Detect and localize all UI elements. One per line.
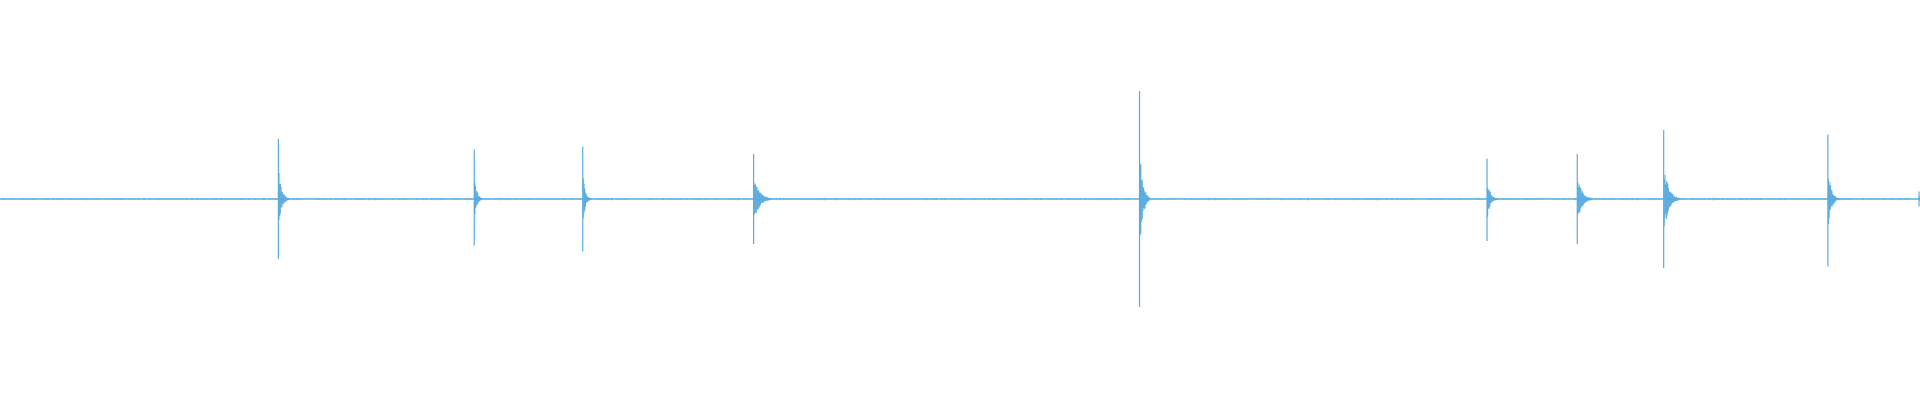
waveform-peak — [473, 149, 484, 246]
waveform-peak — [1663, 130, 1681, 268]
waveform-peak — [752, 154, 773, 244]
waveform-peak — [582, 146, 592, 252]
waveform-peak — [1486, 158, 1498, 241]
waveform-peaks — [0, 91, 1920, 307]
waveform-peak — [277, 139, 290, 259]
waveform-peak — [1827, 134, 1839, 267]
waveform-peak — [1576, 154, 1594, 244]
waveform-peak — [1138, 91, 1151, 307]
